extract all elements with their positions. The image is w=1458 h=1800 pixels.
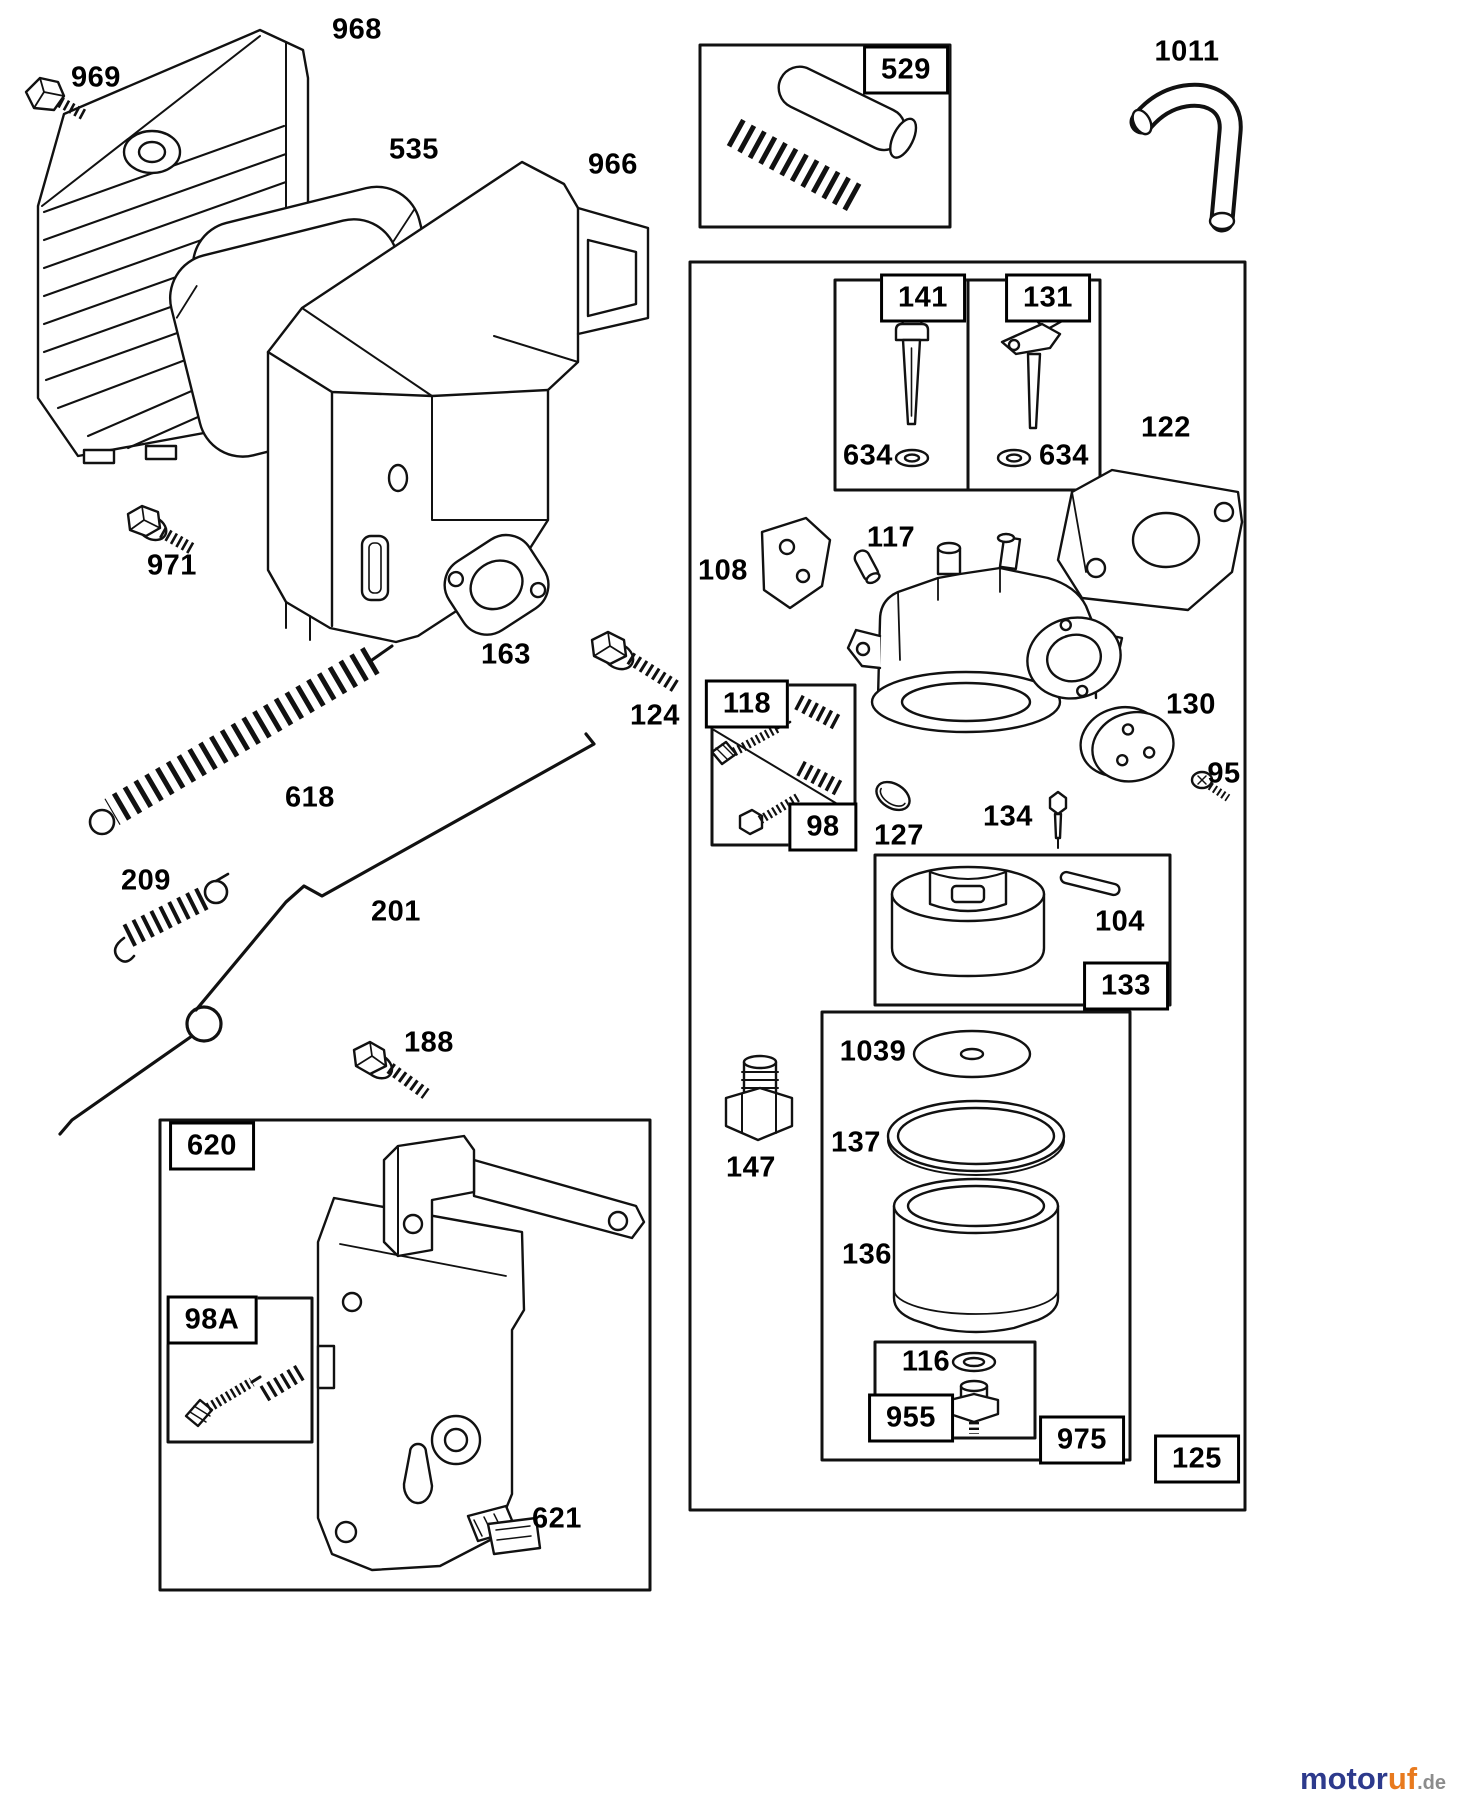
part-label-124: 124 — [630, 699, 680, 732]
pin-529 — [777, 65, 918, 159]
throttle-plate-108 — [760, 516, 832, 610]
pin-117 — [853, 549, 881, 585]
washer-116 — [951, 1351, 997, 1373]
intake-spacer-122 — [1056, 468, 1244, 612]
screw-spring-98a — [184, 1362, 309, 1428]
float-bowl-136 — [892, 1177, 1060, 1334]
hinge-pin-104 — [1059, 870, 1121, 897]
choke-shaft-131 — [996, 306, 1066, 468]
carburetor-body — [846, 532, 1124, 734]
idle-screw-kits-118-98 — [710, 694, 855, 836]
part-label-131: 131 — [1005, 273, 1091, 323]
part-label-125: 125 — [1154, 1434, 1240, 1484]
part-label-968: 968 — [332, 13, 382, 46]
part-label-127: 127 — [874, 819, 924, 852]
part-label-104: 104 — [1095, 905, 1145, 938]
part-label-1039: 1039 — [839, 1035, 907, 1068]
part-label-134: 134 — [983, 800, 1033, 833]
clip-621 — [466, 1504, 542, 1556]
screw-95 — [1190, 770, 1231, 802]
part-label-188: 188 — [404, 1026, 454, 1059]
part-label-971: 971 — [147, 549, 197, 582]
part-label-535: 535 — [389, 133, 439, 166]
part-label-209: 209 — [121, 864, 171, 897]
screw-971 — [126, 504, 197, 556]
bowl-gasket-1039 — [912, 1029, 1032, 1079]
watermark-motoruf[interactable]: motoruf.de — [1300, 1763, 1446, 1794]
part-label-529: 529 — [863, 45, 949, 95]
part-label-98A: 98A — [166, 1295, 258, 1345]
watermark-segment-0: motor — [1300, 1761, 1388, 1796]
inlet-fitting-147 — [724, 1054, 794, 1142]
knob-screw-969 — [24, 76, 89, 121]
part-label-634-right: 634 — [1039, 439, 1089, 472]
air-cleaner-base-966 — [266, 160, 650, 644]
part-label-163: 163 — [481, 638, 531, 671]
part-label-95: 95 — [1207, 757, 1241, 790]
part-label-975: 975 — [1039, 1415, 1125, 1465]
bolt-188 — [352, 1040, 430, 1099]
float-133 — [890, 865, 1046, 978]
control-bracket-620 — [316, 1134, 646, 1572]
part-label-141: 141 — [880, 273, 966, 323]
part-label-621: 621 — [532, 1502, 582, 1535]
part-label-966: 966 — [588, 148, 638, 181]
part-label-130: 130 — [1166, 688, 1216, 721]
mounting-gasket-163 — [443, 533, 550, 636]
part-label-620: 620 — [169, 1121, 255, 1171]
watermark-segment-2: .de — [1417, 1772, 1446, 1794]
link-spring-209 — [113, 872, 230, 963]
cover-disc-130 — [1079, 706, 1175, 783]
part-label-201: 201 — [371, 895, 421, 928]
part-label-137: 137 — [831, 1126, 881, 1159]
part-label-116: 116 — [901, 1345, 951, 1378]
part-label-118: 118 — [704, 679, 790, 729]
o-ring-137 — [886, 1099, 1066, 1176]
part-label-969: 969 — [71, 61, 121, 94]
governor-link-rod-201 — [58, 732, 596, 1136]
breather-hose-1011 — [1129, 82, 1243, 233]
governor-spring-618 — [88, 644, 394, 836]
watermark-segment-1: uf — [1387, 1761, 1418, 1796]
part-label-634-left: 634 — [843, 439, 893, 472]
part-label-108: 108 — [698, 554, 748, 587]
part-label-117: 117 — [866, 521, 916, 554]
part-label-618: 618 — [285, 781, 335, 814]
bolt-124 — [590, 630, 682, 694]
welch-plug-127 — [875, 780, 911, 812]
part-label-133: 133 — [1083, 961, 1169, 1011]
part-label-122: 122 — [1141, 411, 1191, 444]
part-label-955: 955 — [868, 1393, 954, 1443]
bowl-screw-955 — [948, 1379, 1000, 1434]
part-label-98: 98 — [788, 802, 858, 852]
part-label-1011: 1011 — [1154, 35, 1220, 68]
part-label-147: 147 — [726, 1151, 776, 1184]
part-label-136: 136 — [842, 1238, 892, 1271]
inlet-needle-134 — [1048, 790, 1068, 849]
throttle-needle-141 — [894, 315, 930, 468]
